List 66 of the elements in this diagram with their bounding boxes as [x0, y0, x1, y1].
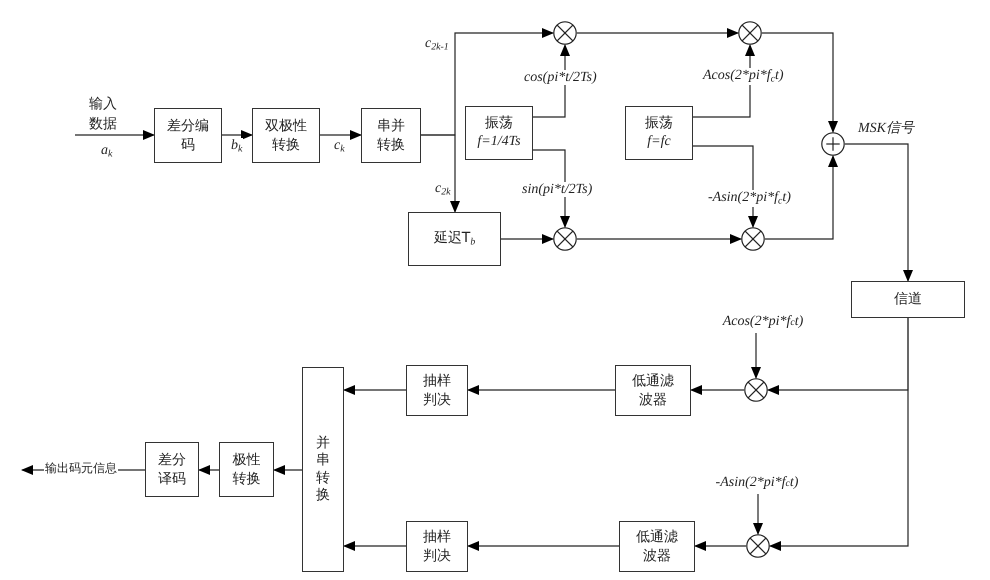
box-label: 极性转换 — [232, 450, 260, 488]
box-label: 并串转换 — [316, 434, 330, 504]
arrow — [693, 44, 755, 118]
process-box — [465, 106, 533, 160]
arrow — [765, 155, 838, 240]
arrow — [577, 234, 742, 244]
adder-symbol — [821, 132, 845, 156]
process-box — [361, 108, 421, 163]
edge-label: cos(pi*t/2Ts) — [523, 70, 598, 86]
box-label: 延迟T$_{b}$ — [434, 229, 476, 249]
arrow — [273, 465, 302, 475]
arrow — [421, 134, 460, 213]
arrow — [222, 130, 253, 140]
edge-label: Acos(2*pi*f$_{c}$t) — [702, 68, 785, 86]
edge-label: sin(pi*t/2Ts) — [521, 182, 594, 198]
arrow — [753, 494, 763, 535]
arrow — [501, 234, 554, 244]
process-box — [408, 212, 501, 266]
arrow — [690, 385, 744, 395]
multiplier-symbol — [744, 378, 768, 402]
arrow — [343, 385, 406, 395]
process-box — [302, 367, 344, 572]
multiplier-symbol — [741, 227, 765, 251]
arrow — [762, 32, 838, 133]
process-box — [615, 365, 691, 416]
arrow — [75, 130, 155, 140]
process-box — [145, 442, 199, 497]
box-label: 差分编码 — [167, 116, 209, 154]
edge-label: MSK信号 — [857, 121, 915, 136]
arrow — [198, 465, 219, 475]
box-label: 低通滤波器 — [636, 528, 678, 566]
arrow — [577, 28, 739, 38]
box-label: 振荡 — [485, 114, 513, 133]
process-box — [851, 281, 965, 318]
arrow — [320, 130, 362, 140]
arrow — [694, 541, 746, 551]
edge-label: -Asin(2*pi*f$_{c}$t) — [707, 190, 792, 208]
box-label: 双极性转换 — [265, 116, 307, 154]
arrow — [343, 541, 406, 551]
box-label: 信道 — [893, 290, 923, 309]
arrow — [693, 145, 758, 228]
process-box — [219, 442, 274, 497]
process-box — [625, 106, 693, 160]
process-box — [406, 521, 468, 572]
multiplier-symbol — [746, 534, 770, 558]
arrow — [467, 541, 619, 551]
multiplier-symbol — [738, 21, 762, 45]
box-label: 抽样判决 — [423, 528, 451, 566]
process-box — [619, 521, 695, 572]
box-label: 串并转换 — [377, 116, 405, 154]
box-label: 抽样判决 — [423, 372, 451, 410]
box-label: f=fc — [647, 133, 671, 151]
multiplier-symbol — [553, 21, 577, 45]
multiplier-symbol — [553, 227, 577, 251]
edge-label: 输出码元信息 — [44, 462, 118, 476]
arrow — [467, 385, 615, 395]
arrow — [751, 333, 761, 379]
process-box — [406, 365, 468, 416]
arrow — [845, 143, 913, 282]
box-label: f=1/4Ts — [477, 133, 521, 151]
process-box — [154, 108, 222, 163]
box-label: 差分译码 — [158, 450, 186, 488]
box-label: 低通滤波器 — [632, 372, 674, 410]
process-box — [252, 108, 320, 163]
box-label: 振荡 — [645, 114, 673, 133]
arrow — [769, 318, 909, 551]
